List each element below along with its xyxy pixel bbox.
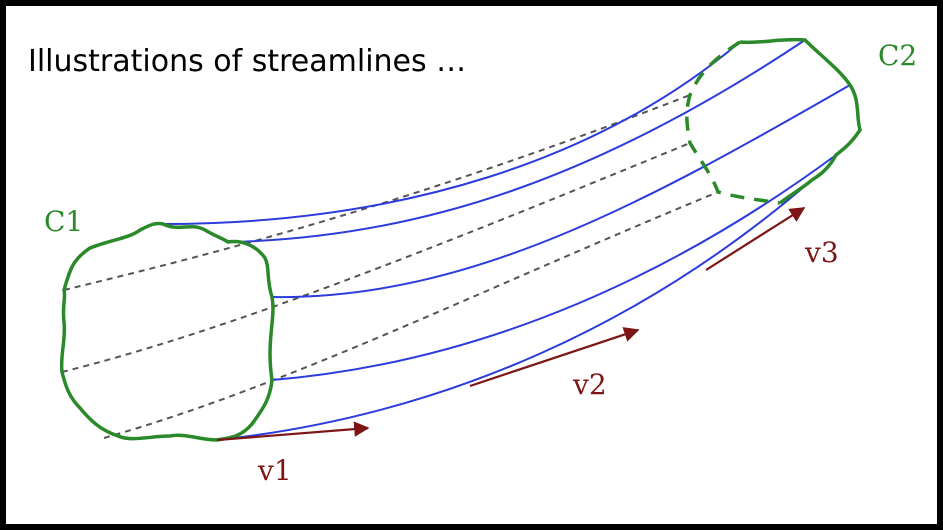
cross-section-c1 bbox=[59, 221, 275, 442]
velocity-vector-v1 bbox=[216, 421, 370, 442]
diagram-title: Illustrations of streamlines … bbox=[28, 44, 467, 79]
streamline-2 bbox=[227, 39, 806, 243]
streamlines bbox=[162, 39, 851, 441]
label-c2: C2 bbox=[878, 39, 917, 72]
streamline-3 bbox=[271, 84, 851, 299]
streamline-top bbox=[162, 41, 741, 225]
cross-section-c2-visible bbox=[739, 37, 862, 205]
hidden-streamline-3 bbox=[103, 191, 719, 439]
velocity-vector-v2 bbox=[469, 327, 640, 388]
cross-section-c2-hidden bbox=[685, 40, 781, 205]
streamline-bottom bbox=[216, 179, 813, 441]
label-c1: C1 bbox=[44, 205, 83, 238]
hidden-streamlines bbox=[61, 94, 719, 439]
streamline-4 bbox=[271, 154, 837, 381]
label-v1: v1 bbox=[257, 454, 292, 487]
label-v2: v2 bbox=[572, 368, 607, 401]
velocity-vectors bbox=[216, 207, 806, 442]
label-v3: v3 bbox=[804, 236, 839, 269]
velocity-vector-v3 bbox=[705, 207, 806, 271]
hidden-streamline-2 bbox=[61, 142, 691, 373]
hidden-streamline-1 bbox=[63, 94, 691, 291]
